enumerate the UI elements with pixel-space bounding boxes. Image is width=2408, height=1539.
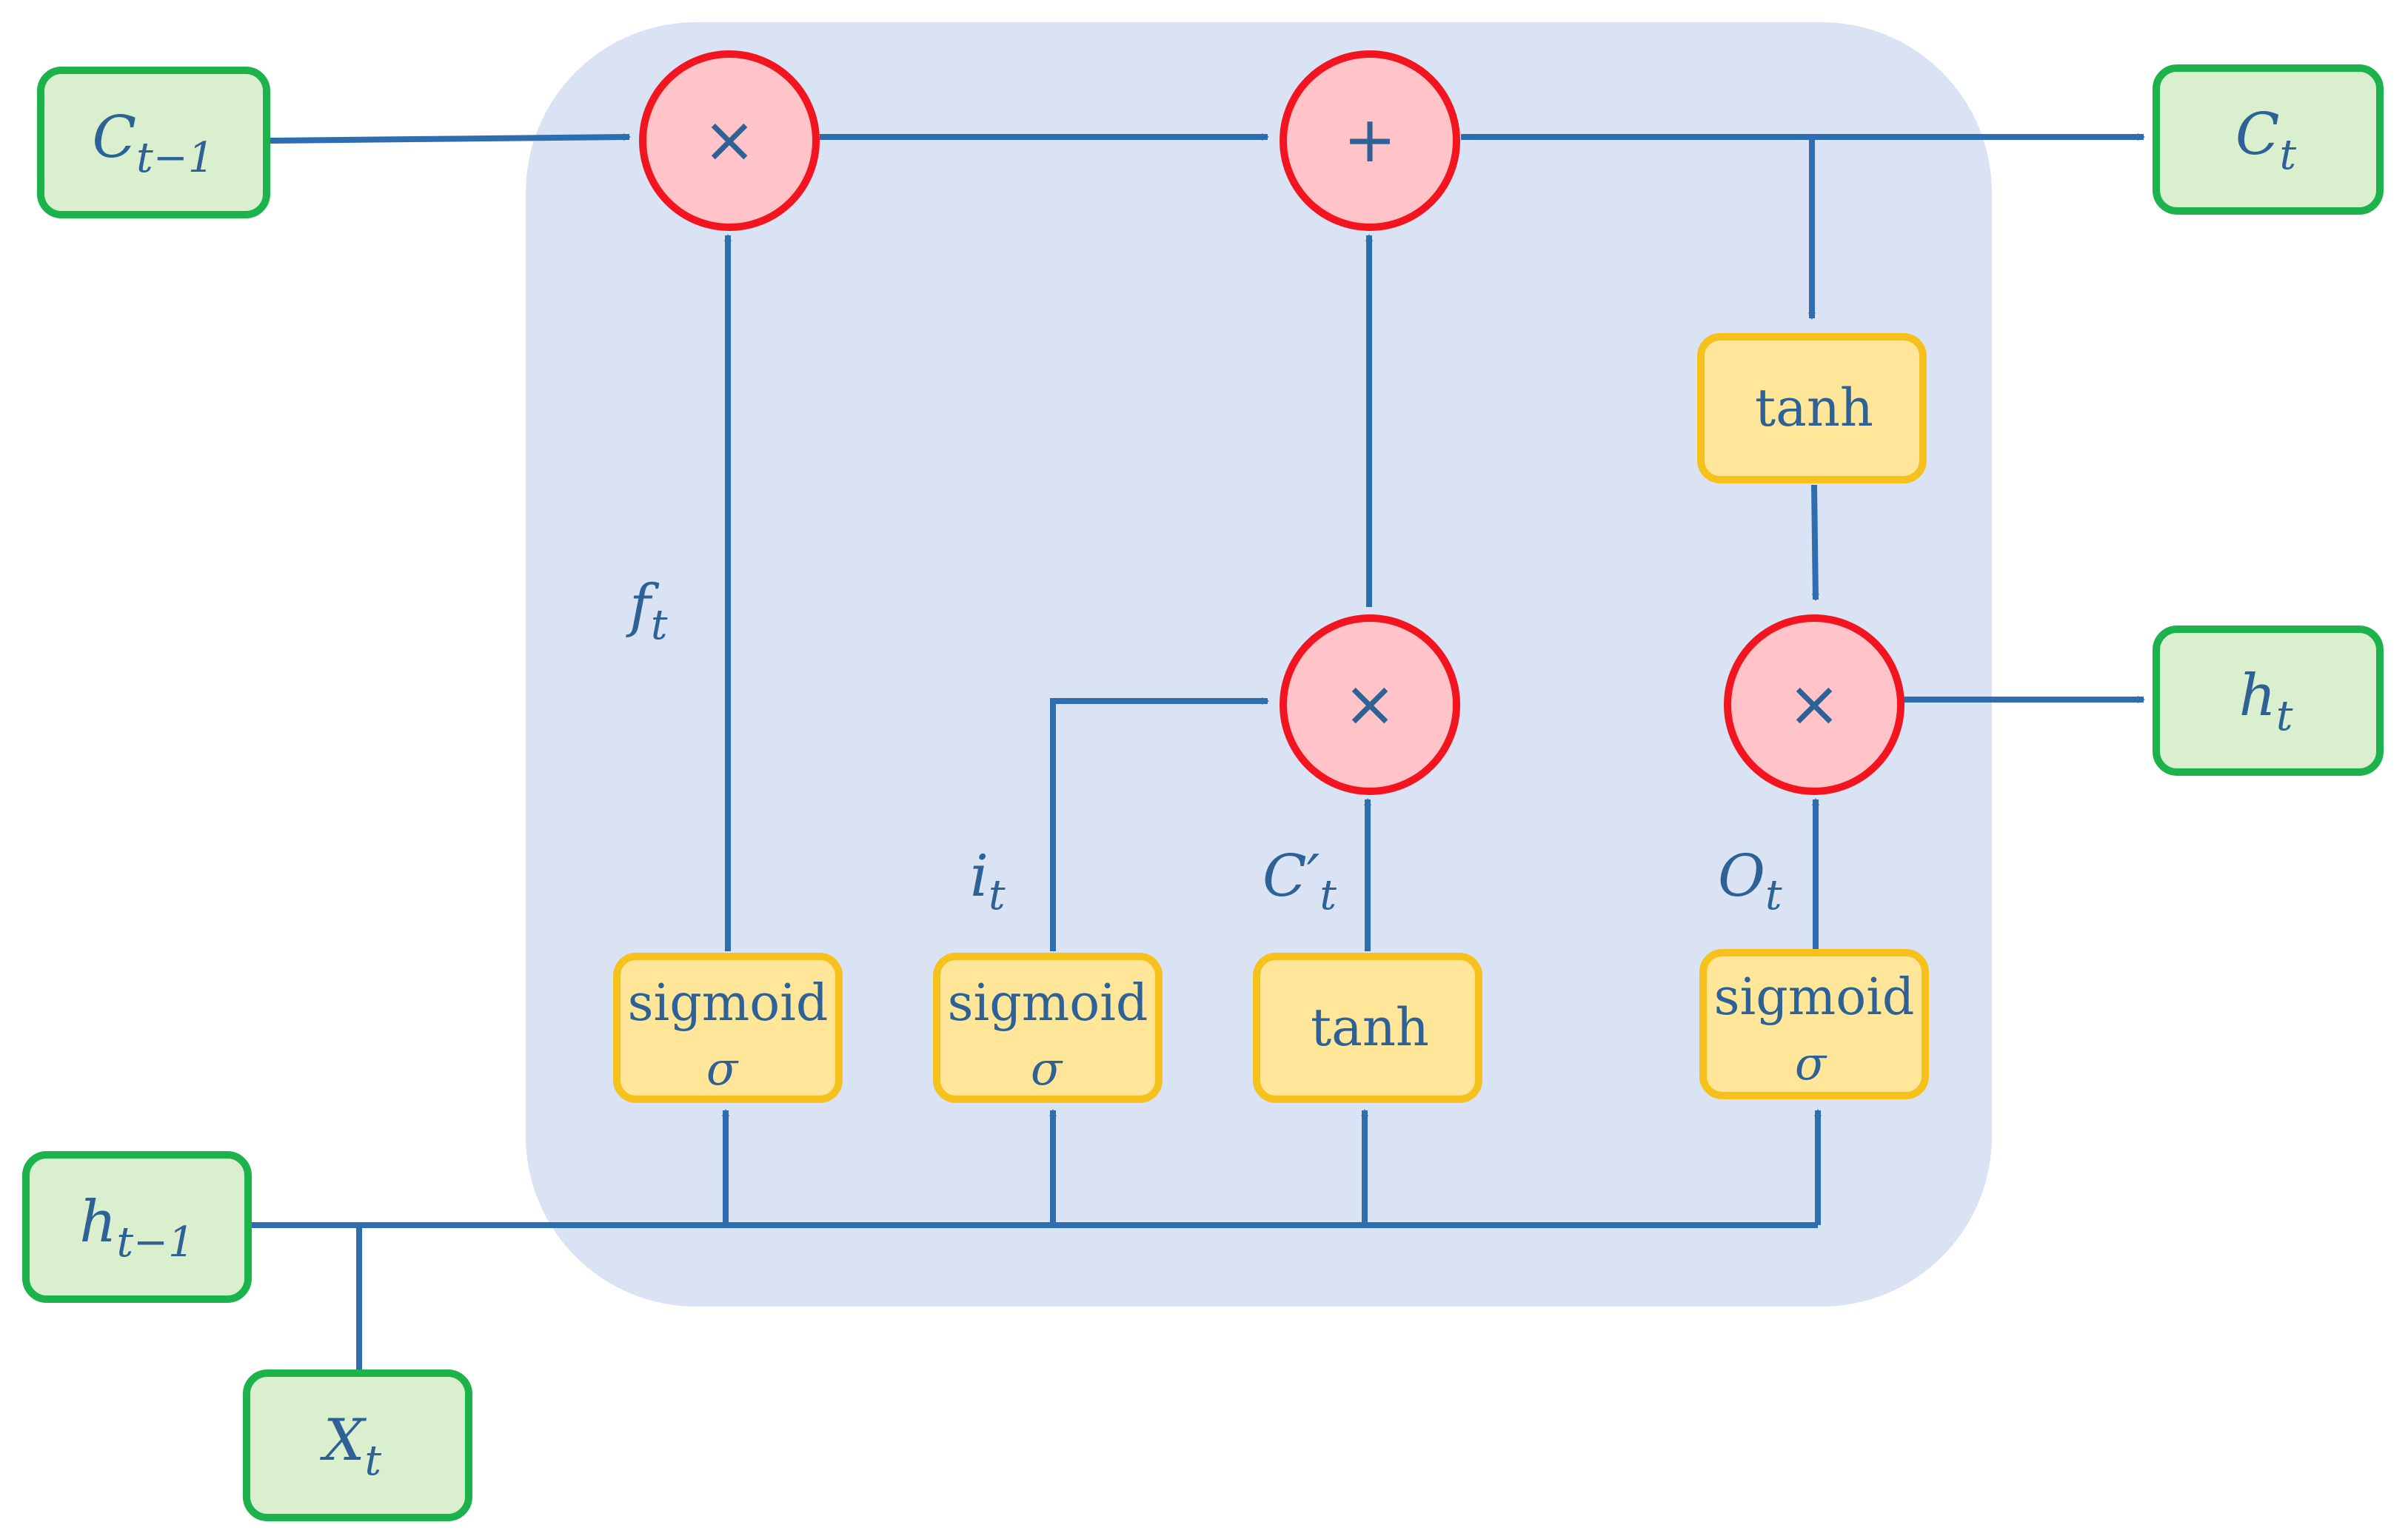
h-prev-box: ht−1 xyxy=(22,1151,252,1303)
c-prev-to-forget-mul-arrow xyxy=(270,133,631,144)
svg-text:σ: σ xyxy=(1795,1036,1827,1090)
cell-background xyxy=(526,22,1992,1307)
svg-text:ht: ht xyxy=(2239,663,2293,740)
input-multiply-node: × xyxy=(1280,614,1460,795)
candidate-tanh-box: tanh xyxy=(1253,953,1482,1103)
h-t-box: ht xyxy=(2153,626,2384,776)
add-node: + xyxy=(1280,50,1460,231)
tanh-to-output-mul-arrow xyxy=(1811,484,1819,601)
svg-text:σ: σ xyxy=(706,1042,739,1096)
input-gate-box: sigmoid σ xyxy=(933,953,1163,1103)
svg-text:sigmoid: sigmoid xyxy=(1714,968,1915,1027)
svg-text:+: + xyxy=(1343,103,1397,177)
label-c-candidate: C′t xyxy=(1262,843,1337,919)
label-o-t: Ot xyxy=(1718,843,1782,919)
svg-text:Ct: Ct xyxy=(2235,101,2297,179)
svg-text:ht−1: ht−1 xyxy=(79,1189,195,1267)
input-gate-to-mul-arrow xyxy=(1050,697,1269,951)
svg-text:Xt: Xt xyxy=(319,1407,382,1485)
output-multiply-node: × xyxy=(1724,614,1904,795)
svg-text:sigmoid: sigmoid xyxy=(948,974,1148,1033)
svg-text:Ct−1: Ct−1 xyxy=(92,104,214,182)
cell-tanh-box: tanh xyxy=(1697,333,1927,483)
svg-text:σ: σ xyxy=(1031,1042,1063,1096)
c-prev-box: Ct−1 xyxy=(37,67,270,218)
forget-multiply-node: × xyxy=(639,50,820,231)
connections xyxy=(252,133,2145,1373)
svg-text:tanh: tanh xyxy=(1311,997,1429,1058)
svg-text:×: × xyxy=(1787,667,1841,741)
forget-gate-box: sigmoid σ xyxy=(613,953,843,1103)
svg-text:tanh: tanh xyxy=(1755,378,1873,438)
label-i-t: it xyxy=(970,843,1006,919)
svg-text:×: × xyxy=(703,103,756,177)
c-t-box: Ct xyxy=(2153,64,2384,215)
svg-text:×: × xyxy=(1343,667,1397,741)
svg-text:sigmoid: sigmoid xyxy=(628,974,829,1033)
output-gate-box: sigmoid σ xyxy=(1699,949,1929,1099)
x-t-box: Xt xyxy=(243,1369,472,1521)
